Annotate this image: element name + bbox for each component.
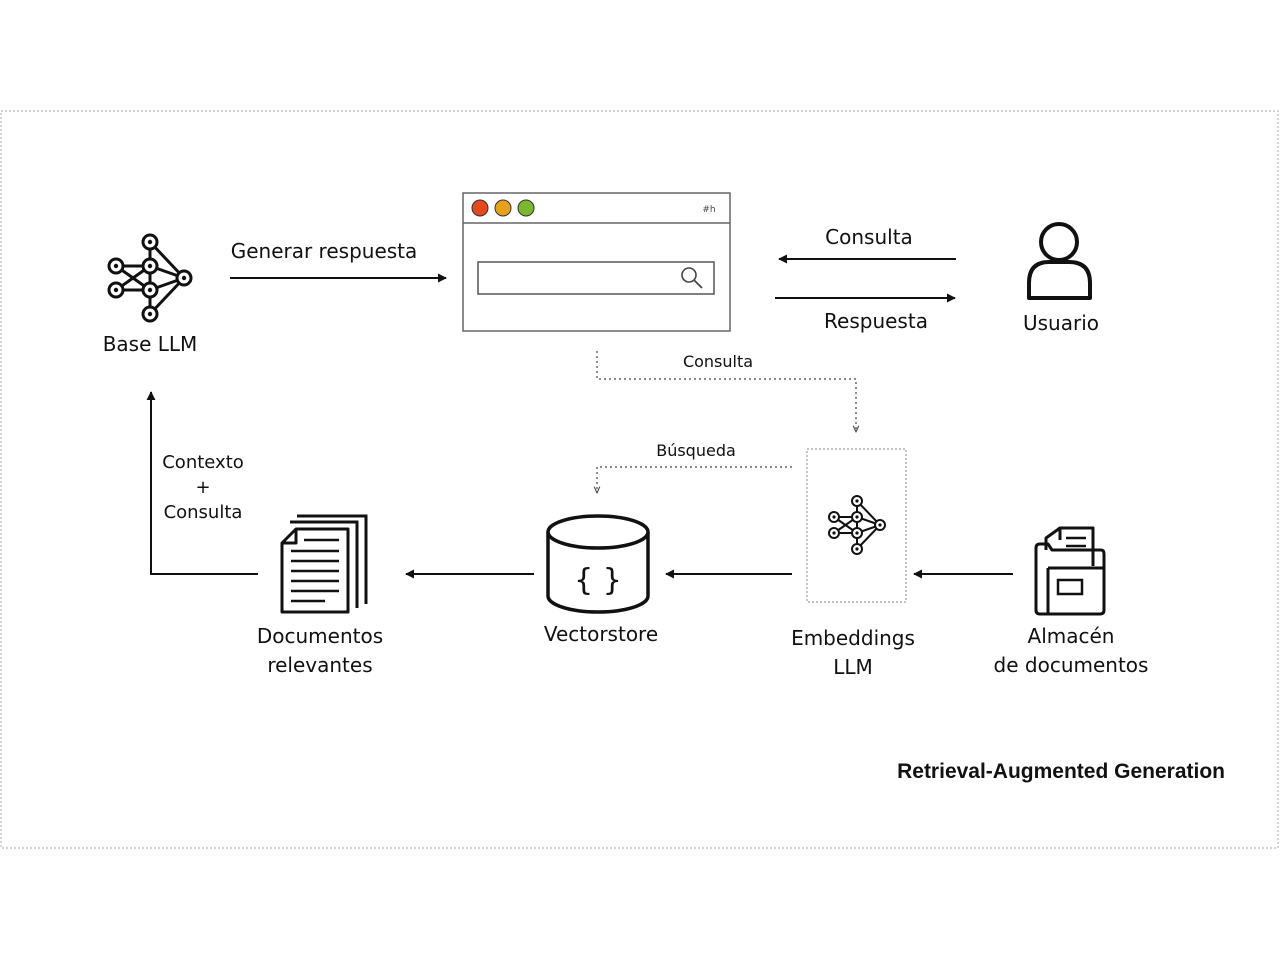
neural-network-icon <box>828 495 886 555</box>
query-label: Consulta <box>825 225 913 249</box>
vectorstore-node: { } Vectorstore <box>544 514 658 646</box>
embeddings-node: Embeddings LLM <box>791 448 915 679</box>
context-label-line2: + <box>195 477 210 498</box>
context-label-line1: Contexto <box>162 452 244 473</box>
search-box[interactable] <box>477 261 715 295</box>
context-label-line3: Consulta <box>164 502 243 523</box>
window-minimize-button <box>494 199 512 217</box>
generate-label: Generar respuesta <box>231 239 418 263</box>
doc-store-node: Almacén de documentos <box>994 526 1149 677</box>
search-app-window: #h <box>462 192 731 332</box>
query-dotted-label: Consulta <box>683 352 753 371</box>
database-icon: { } <box>546 514 650 614</box>
window-tag: #h <box>702 205 715 215</box>
context-to-llm-arrow <box>146 391 258 575</box>
relevant-docs-label-line2: relevantes <box>267 653 372 677</box>
folder-icon <box>1034 526 1106 616</box>
relevant-docs-node: Documentos relevantes <box>257 514 383 677</box>
user-label: Usuario <box>1023 311 1099 335</box>
embeddings-box <box>806 448 907 603</box>
neural-network-icon <box>107 233 193 323</box>
relevant-docs-label-line1: Documentos <box>257 624 383 648</box>
vectorstore-label: Vectorstore <box>544 622 658 646</box>
diagram-frame <box>0 110 1279 849</box>
user-node: Usuario <box>1023 222 1099 335</box>
doc-store-label-line2: de documentos <box>994 653 1149 677</box>
search-arrow <box>597 466 792 493</box>
search-icon <box>681 267 703 289</box>
user-icon <box>1027 222 1092 300</box>
search-label: Búsqueda <box>656 441 736 460</box>
braces-glyph: { } <box>574 563 622 598</box>
base-llm-node: Base LLM <box>103 233 198 356</box>
window-maximize-button <box>517 199 535 217</box>
diagram-title: Retrieval-Augmented Generation <box>897 760 1225 783</box>
base-llm-label: Base LLM <box>103 332 198 356</box>
embeddings-label-line2: LLM <box>833 655 873 679</box>
response-label: Respuesta <box>824 309 928 333</box>
embeddings-label-line1: Embeddings <box>791 626 915 650</box>
doc-store-label-line1: Almacén <box>1028 624 1115 648</box>
documents-icon <box>280 514 368 614</box>
window-close-button <box>471 199 489 217</box>
